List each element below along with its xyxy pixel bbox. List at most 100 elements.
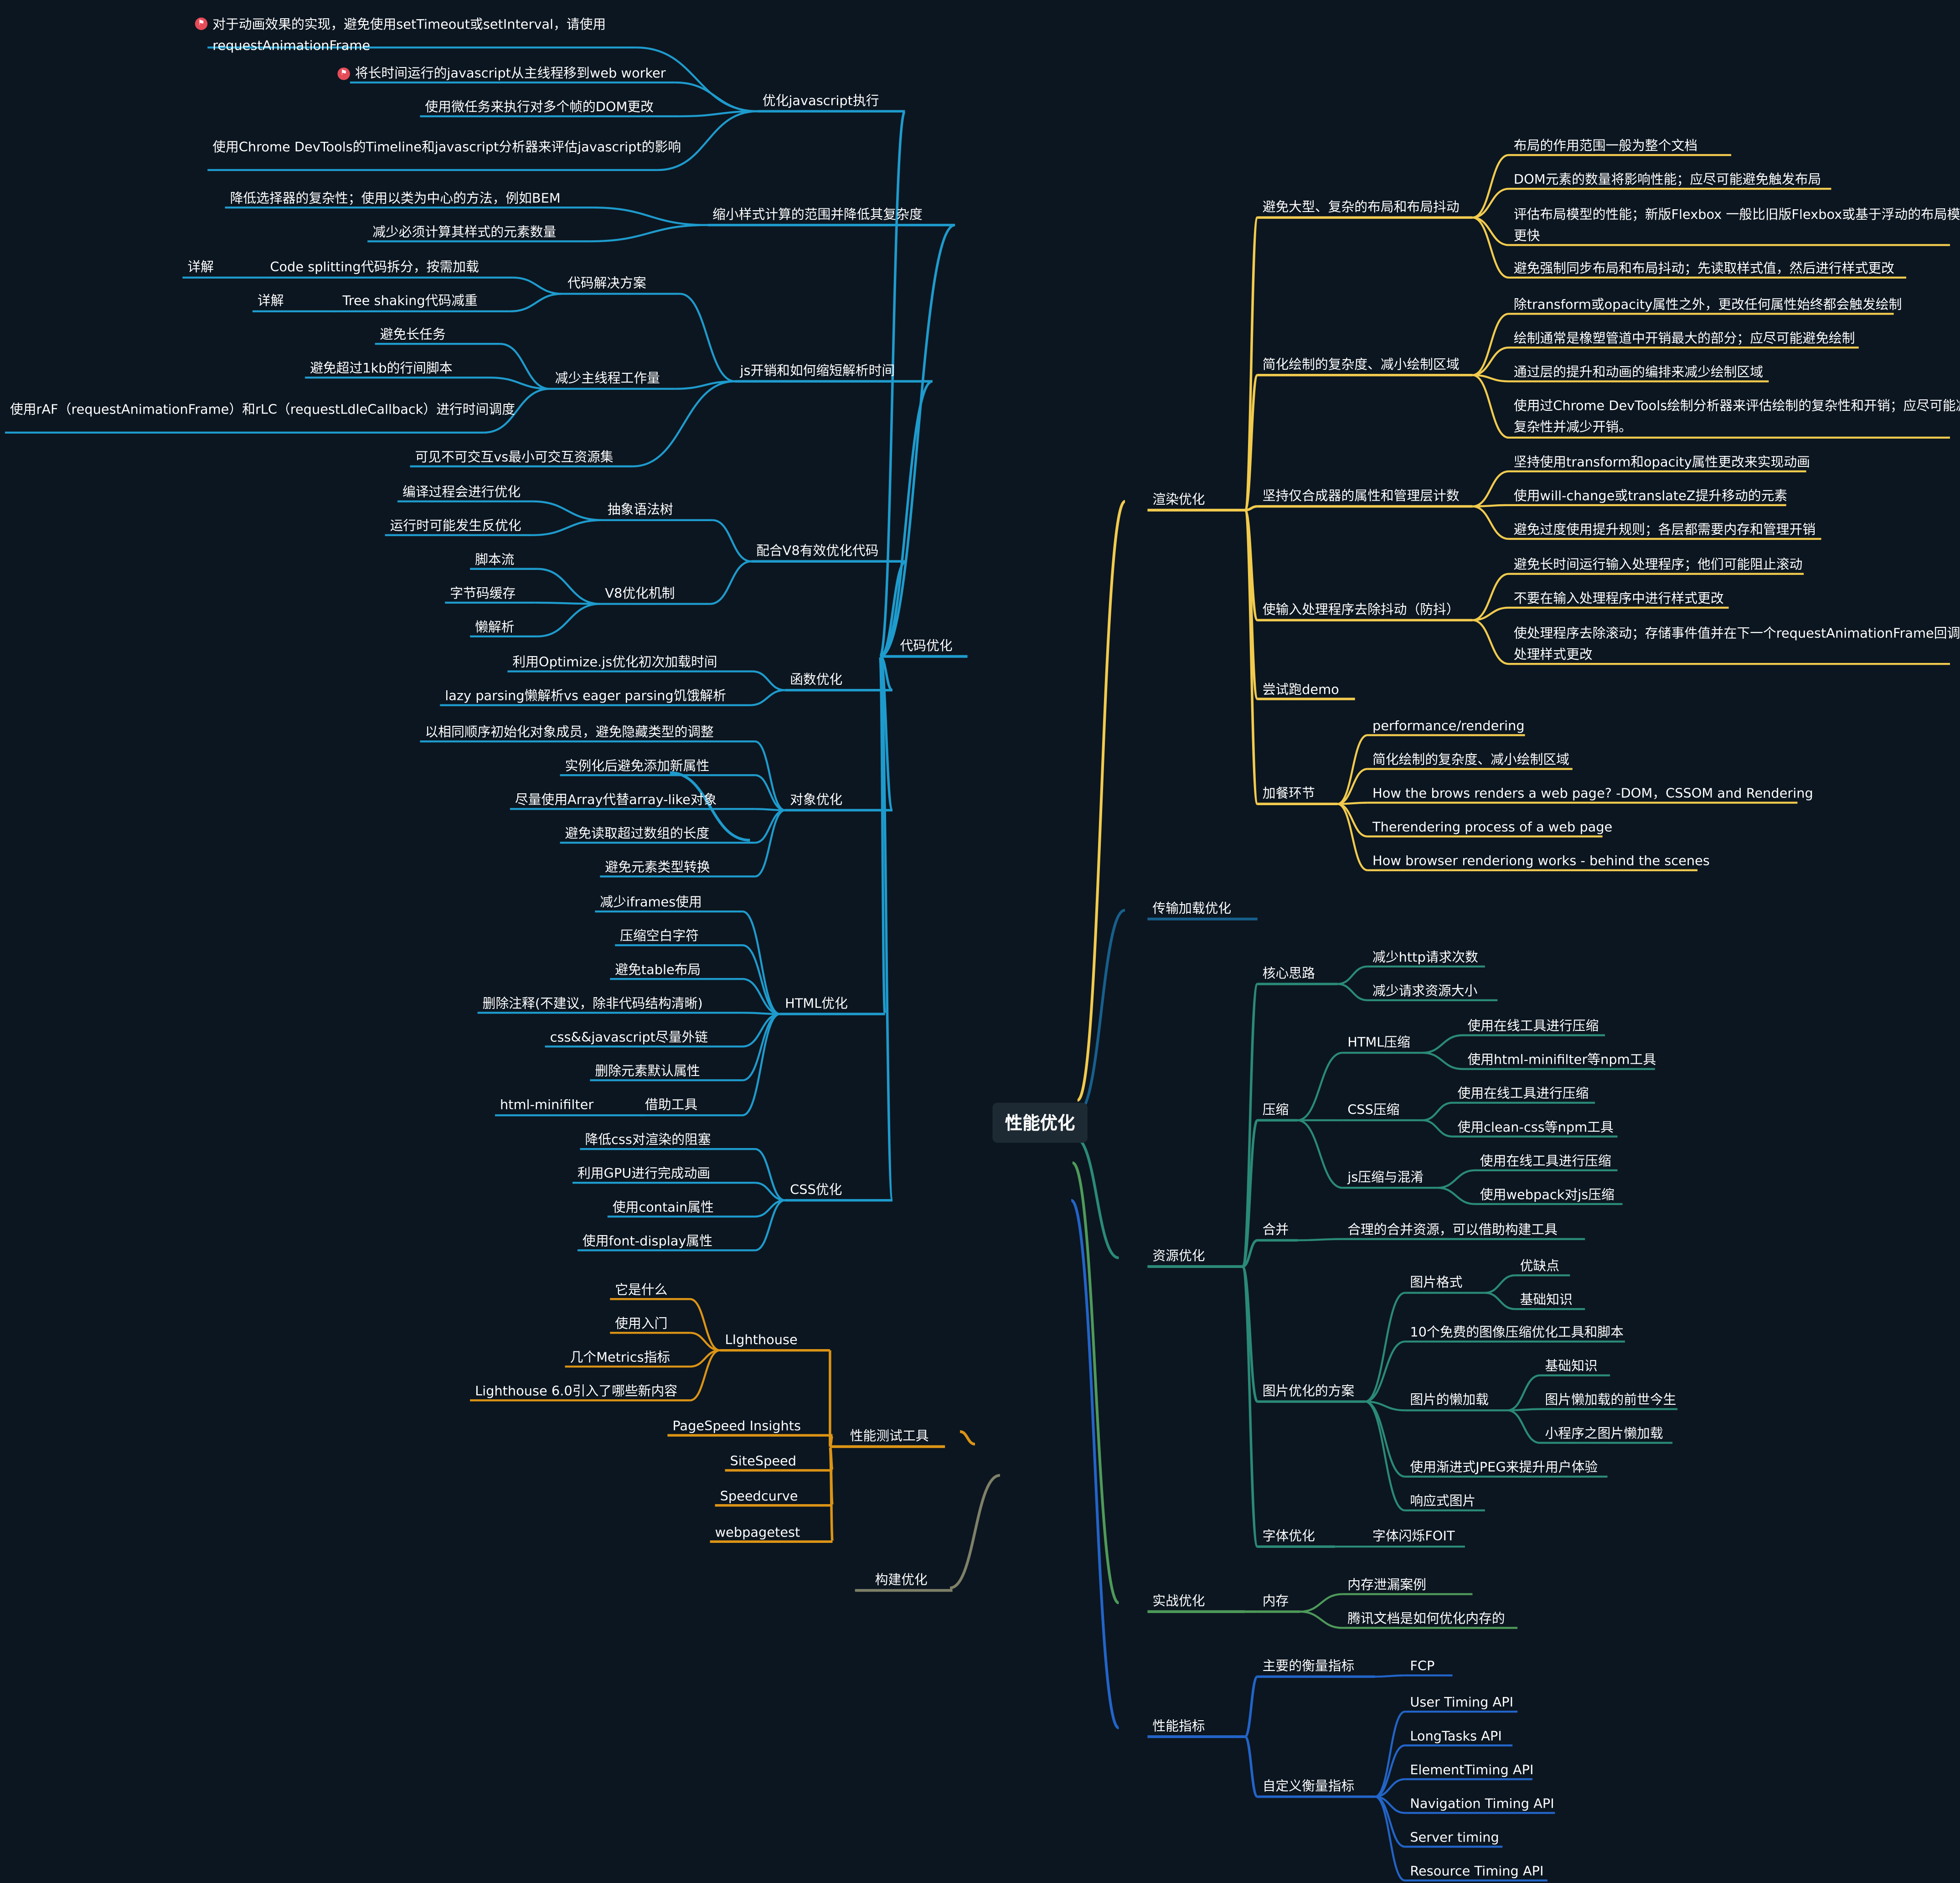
mind-map-node[interactable]: User Timing API xyxy=(1410,1695,1514,1711)
mind-map-node[interactable]: 减少必须计算其样式的元素数量 xyxy=(372,225,557,240)
mind-map-node[interactable]: Navigation Timing API xyxy=(1410,1796,1554,1812)
mind-map-node[interactable]: 坚持仅合成器的属性和管理层计数 xyxy=(1262,489,1460,504)
mind-map-node[interactable]: 基础知识 xyxy=(1520,1293,1573,1308)
mind-map-node[interactable]: 减少请求资源大小 xyxy=(1372,984,1478,999)
mind-map-node[interactable]: 避免读取超过数组的长度 xyxy=(565,826,710,842)
mind-map-node[interactable]: 避免超过1kb的行间脚本 xyxy=(310,361,453,377)
mind-map-node[interactable]: HTML优化 xyxy=(785,996,848,1012)
mind-map-node[interactable]: 使用过Chrome DevTools绘制分析器来评估绘制的复杂性和开销；应尽可能… xyxy=(1513,398,1960,435)
mind-map-node[interactable]: 除transform或opacity属性之外，更改任何属性始终都会触发绘制 xyxy=(1513,297,1902,313)
mind-map-node[interactable]: 懒解析 xyxy=(475,620,515,636)
mind-map-node[interactable]: 小程序之图片懒加载 xyxy=(1545,1426,1663,1442)
mind-map-node[interactable]: 几个Metrics指标 xyxy=(570,1350,671,1366)
mind-map-node[interactable]: 代码解决方案 xyxy=(567,276,646,291)
mind-map-node[interactable]: 图片格式 xyxy=(1410,1275,1463,1291)
mind-map-node[interactable]: CSS压缩 xyxy=(1347,1102,1400,1118)
mind-map-node[interactable]: 基础知识 xyxy=(1545,1359,1598,1374)
mind-map-node[interactable]: 避免过度使用提升规则；各层都需要内存和管理开销 xyxy=(1513,522,1816,538)
mind-map-node[interactable]: 减少主线程工作量 xyxy=(555,371,660,387)
mind-map-node[interactable]: performance/rendering xyxy=(1372,719,1525,734)
mind-map-node[interactable]: 减少http请求次数 xyxy=(1372,950,1478,966)
mind-map-node[interactable]: Speedcurve xyxy=(720,1489,798,1504)
branch-test[interactable]: 性能测试工具 xyxy=(850,1429,929,1444)
mind-map-node[interactable]: 优缺点 xyxy=(1520,1259,1560,1274)
mind-map-node[interactable]: LIghthouse xyxy=(725,1333,798,1348)
mind-map-node[interactable]: 加餐环节 xyxy=(1262,786,1315,802)
mind-map-node[interactable]: 核心思路 xyxy=(1262,966,1315,982)
root-node[interactable]: 性能优化 xyxy=(992,1102,1088,1143)
mind-map-node[interactable]: 不要在输入处理程序中进行样式更改 xyxy=(1513,591,1724,607)
mind-map-node[interactable]: 避免长任务 xyxy=(380,327,446,343)
branch-render[interactable]: 渲染优化 xyxy=(1152,492,1205,508)
mind-map-node[interactable]: 实例化后避免添加新属性 xyxy=(565,759,710,774)
mind-map-node[interactable]: Server timing xyxy=(1410,1830,1499,1846)
mind-map-node[interactable]: FCP xyxy=(1410,1659,1435,1674)
mind-map-node[interactable]: 字体优化 xyxy=(1262,1529,1315,1544)
mind-map-node[interactable]: 图片优化的方案 xyxy=(1262,1384,1355,1399)
mind-map-node[interactable]: 使用渐进式JPEG来提升用户体验 xyxy=(1410,1460,1598,1475)
mind-map-node[interactable]: js压缩与混淆 xyxy=(1347,1170,1424,1185)
branch-practice[interactable]: 实战优化 xyxy=(1152,1594,1205,1609)
mind-map-node[interactable]: html-minifilter xyxy=(500,1097,594,1113)
mind-map-node[interactable]: css&&javascript尽量外链 xyxy=(550,1030,708,1045)
mind-map-node[interactable]: 使用入门 xyxy=(615,1316,668,1332)
mind-map-node[interactable]: 简化绘制的复杂度、减小绘制区域 xyxy=(1262,357,1460,373)
mind-map-node[interactable]: 编译过程会进行优化 xyxy=(402,485,521,500)
mind-map-node[interactable]: 将长时间运行的javascript从主线程移到web worker xyxy=(355,66,666,82)
mind-map-node[interactable]: 对象优化 xyxy=(790,792,843,808)
mind-map-node[interactable]: 使用html-minifilter等npm工具 xyxy=(1467,1053,1656,1068)
mind-map-node[interactable]: 压缩空白字符 xyxy=(620,929,699,944)
mind-map-node[interactable]: 使用rAF（requestAnimationFrame）和rLC（request… xyxy=(10,403,515,418)
mind-map-node[interactable]: SiteSpeed xyxy=(730,1454,797,1469)
mind-map-node[interactable]: 函数优化 xyxy=(790,672,843,688)
mind-map-node[interactable]: V8优化机制 xyxy=(605,586,675,602)
mind-map-node[interactable]: 坚持使用transform和opacity属性更改来实现动画 xyxy=(1513,455,1810,471)
mind-map-node[interactable]: 合理的合并资源，可以借助构建工具 xyxy=(1347,1222,1558,1238)
mind-map-node[interactable]: 避免大型、复杂的布局和布局抖动 xyxy=(1262,200,1460,215)
mind-map-node[interactable]: 使用font-display属性 xyxy=(582,1234,713,1249)
mind-map-node[interactable]: 合并 xyxy=(1262,1222,1289,1238)
mind-map-node[interactable]: 使输入处理程序去除抖动（防抖） xyxy=(1262,602,1460,618)
mind-map-node[interactable]: 使用clean-css等npm工具 xyxy=(1457,1120,1614,1136)
mind-map-node[interactable]: 详解 xyxy=(257,294,284,309)
mind-map-node[interactable]: How browser renderiong works - behind th… xyxy=(1372,854,1710,869)
mind-map-node[interactable]: 运行时可能发生反优化 xyxy=(390,519,521,534)
mind-map-node[interactable]: 优化javascript执行 xyxy=(762,93,879,109)
mind-map-node[interactable]: 脚本流 xyxy=(475,553,515,568)
mind-map-node[interactable]: 使用微任务来执行对多个帧的DOM更改 xyxy=(425,100,654,115)
branch-resource[interactable]: 资源优化 xyxy=(1152,1249,1205,1264)
mind-map-node[interactable]: 评估布局模型的性能；新版Flexbox 一般比旧版Flexbox或基于浮动的布局… xyxy=(1513,207,1960,244)
mind-map-node[interactable]: 绘制通常是橡塑管道中开销最大的部分；应尽可能避免绘制 xyxy=(1513,331,1855,347)
mind-map-node[interactable]: 避免长时间运行输入处理程序；他们可能阻止滚动 xyxy=(1513,558,1803,573)
mind-map-node[interactable]: lazy parsing懒解析vs eager parsing饥饿解析 xyxy=(445,689,726,704)
mind-map-node[interactable]: 字体闪烁FOIT xyxy=(1372,1529,1455,1544)
mind-map-node[interactable]: ElementTiming API xyxy=(1410,1763,1534,1778)
mind-map-node[interactable]: 响应式图片 xyxy=(1410,1494,1476,1509)
mind-map-node[interactable]: 删除元素默认属性 xyxy=(595,1064,700,1079)
mind-map-node[interactable]: 主要的衡量指标 xyxy=(1262,1659,1355,1674)
mind-map-node[interactable]: 以相同顺序初始化对象成员，避免隐藏类型的调整 xyxy=(425,725,714,740)
mind-map-node[interactable]: 使用contain属性 xyxy=(612,1200,714,1216)
mind-map-node[interactable]: 使用在线工具进行压缩 xyxy=(1467,1019,1599,1034)
mind-map-node[interactable]: PageSpeed Insights xyxy=(672,1419,801,1434)
mind-map-node[interactable]: 腾讯文档是如何优化内存的 xyxy=(1347,1611,1505,1627)
mind-map-node[interactable]: 删除注释(不建议，除非代码结构清晰) xyxy=(482,996,703,1012)
mind-map-node[interactable]: js开销和如何缩短解析时间 xyxy=(740,364,895,379)
mind-map-node[interactable]: 使用will-change或translateZ提升移动的元素 xyxy=(1513,489,1788,504)
mind-map-node[interactable]: 利用GPU进行完成动画 xyxy=(577,1166,711,1182)
mind-map-node[interactable]: CSS优化 xyxy=(790,1183,842,1198)
mind-map-node[interactable]: DOM元素的数量将影响性能；应尽可能避免触发布局 xyxy=(1513,172,1821,188)
mind-map-node[interactable]: 尝试跑demo xyxy=(1262,683,1339,698)
mind-map-node[interactable]: 避免强制同步布局和布局抖动；先读取样式值，然后进行样式更改 xyxy=(1513,261,1894,277)
mind-map-node[interactable]: 内存 xyxy=(1262,1594,1289,1609)
mind-map-node[interactable]: 图片的懒加载 xyxy=(1410,1392,1489,1408)
mind-map-node[interactable]: 图片懒加载的前世今生 xyxy=(1545,1392,1676,1408)
mind-map-node[interactable]: 降低css对渲染的阻塞 xyxy=(585,1133,711,1148)
mind-map-node[interactable]: Resource Timing API xyxy=(1410,1864,1544,1879)
mind-map-node[interactable]: 它是什么 xyxy=(615,1283,668,1298)
mind-map-node[interactable]: 尽量使用Array代替array-like对象 xyxy=(515,792,717,808)
mind-map-node[interactable]: 利用Optimize.js优化初次加载时间 xyxy=(512,655,717,670)
mind-map-node[interactable]: 使用Chrome DevTools的Timeline和javascript分析器… xyxy=(212,140,681,155)
mind-map-node[interactable]: 缩小样式计算的范围并降低其复杂度 xyxy=(712,207,923,223)
mind-map-node[interactable]: Lighthouse 6.0引入了哪些新内容 xyxy=(475,1384,678,1399)
